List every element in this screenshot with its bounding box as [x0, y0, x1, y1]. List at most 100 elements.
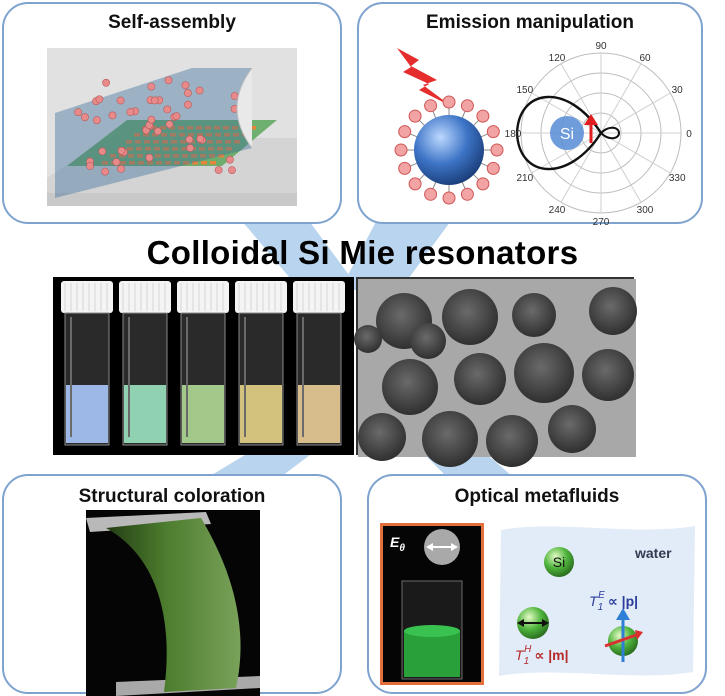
emitter-molecule [398, 125, 412, 139]
orange-pad [215, 133, 221, 137]
tem-particle [582, 349, 634, 401]
polar-spoke [600, 92, 671, 134]
tem-particle [512, 293, 556, 337]
orange-pad [119, 154, 125, 158]
emitter-molecule [424, 99, 438, 113]
polar-spoke [560, 132, 602, 203]
particle-bead [150, 96, 159, 105]
orange-pad [156, 161, 162, 165]
orange-pad [135, 140, 141, 144]
particle-bead [154, 127, 162, 136]
orange-pad [134, 133, 140, 137]
orange-pad [163, 147, 169, 151]
orange-pad [191, 154, 197, 158]
orange-pad [144, 140, 150, 144]
particle-bead [74, 108, 83, 117]
polar-angle-label: 120 [549, 53, 566, 64]
orange-pad [151, 126, 157, 130]
orange-pad [207, 140, 213, 144]
orange-pad [173, 154, 179, 158]
field-label: Eθ [390, 534, 405, 554]
orange-pad [120, 161, 126, 165]
emitter-molecule [394, 143, 408, 157]
vial-liquid [182, 385, 224, 443]
polar-spoke [600, 132, 642, 203]
orange-pad [187, 126, 193, 130]
vial [177, 281, 229, 446]
orange-pad [169, 126, 175, 130]
vial [293, 281, 345, 446]
orange-pad [181, 147, 187, 151]
polar-spoke [531, 132, 602, 174]
emitter-molecule [486, 125, 500, 139]
orange-pad [214, 126, 220, 130]
orange-pad [233, 133, 239, 137]
orange-line-array [102, 126, 256, 165]
orange-pad [128, 154, 134, 158]
orange-pad [160, 126, 166, 130]
tem-particle [454, 353, 506, 405]
vials-photo [53, 277, 354, 455]
particle-bead [183, 100, 192, 109]
polarization-arrow [426, 543, 458, 551]
orange-pad [226, 147, 232, 151]
particle-bead [185, 135, 194, 144]
orange-pad [143, 133, 149, 137]
polar-spoke [600, 132, 671, 174]
particle-bead [230, 92, 239, 100]
vial-cap [293, 281, 345, 313]
magnetic-torque-label: T1H∝ |m| [515, 644, 569, 667]
emitter-molecule [398, 161, 412, 175]
vial-liquid [66, 385, 108, 443]
tem-particle [589, 287, 637, 335]
vial-cap [61, 281, 113, 313]
vial-row [61, 281, 345, 446]
orange-pad [250, 126, 256, 130]
electric-dipole-arrow [517, 619, 549, 627]
emitter-molecule [408, 177, 422, 191]
orange-pad [199, 147, 205, 151]
orange-pad [136, 147, 142, 151]
emitter-molecule [408, 109, 422, 123]
vial [119, 281, 171, 446]
tem-particle [422, 411, 478, 467]
particle-bead [126, 108, 135, 116]
vial-liquid [240, 385, 282, 443]
cuvette-photo: Eθ [380, 523, 484, 685]
particle-bead [195, 86, 204, 95]
particle-bead [228, 166, 236, 174]
emitter-molecule [486, 161, 500, 175]
orange-pad [192, 161, 198, 165]
si-sphere [414, 115, 484, 185]
orange-pad [172, 147, 178, 151]
particle-bead [165, 120, 174, 129]
emitter-molecule [476, 109, 490, 123]
orange-pad [154, 147, 160, 151]
substrate-block [47, 193, 297, 206]
orange-pad [208, 147, 214, 151]
orange-pad [197, 133, 203, 137]
particle-bead [81, 113, 89, 122]
polar-angle-label: 330 [669, 173, 686, 184]
orange-pad [224, 133, 230, 137]
polar-angle-label: 240 [549, 205, 566, 216]
emitter-molecule [460, 187, 474, 201]
water-label: water [634, 545, 672, 561]
orange-pad [234, 140, 240, 144]
polar-angle-label: 180 [505, 129, 522, 140]
polar-spoke [600, 63, 642, 134]
orange-pad [170, 133, 176, 137]
water-diagram: water Si T1E∝ |p| T1H∝ | [499, 526, 695, 676]
self-assembly-panel: Self-assembly [2, 2, 342, 224]
orange-pad [232, 126, 238, 130]
dipole-arrow [584, 114, 598, 143]
particle-bead [117, 146, 126, 155]
main-title: Colloidal Si Mie resonators [146, 234, 579, 271]
particle-bead [93, 116, 101, 125]
particle-bead [172, 112, 181, 121]
particle-bead [102, 78, 110, 87]
vial-cap [177, 281, 229, 313]
